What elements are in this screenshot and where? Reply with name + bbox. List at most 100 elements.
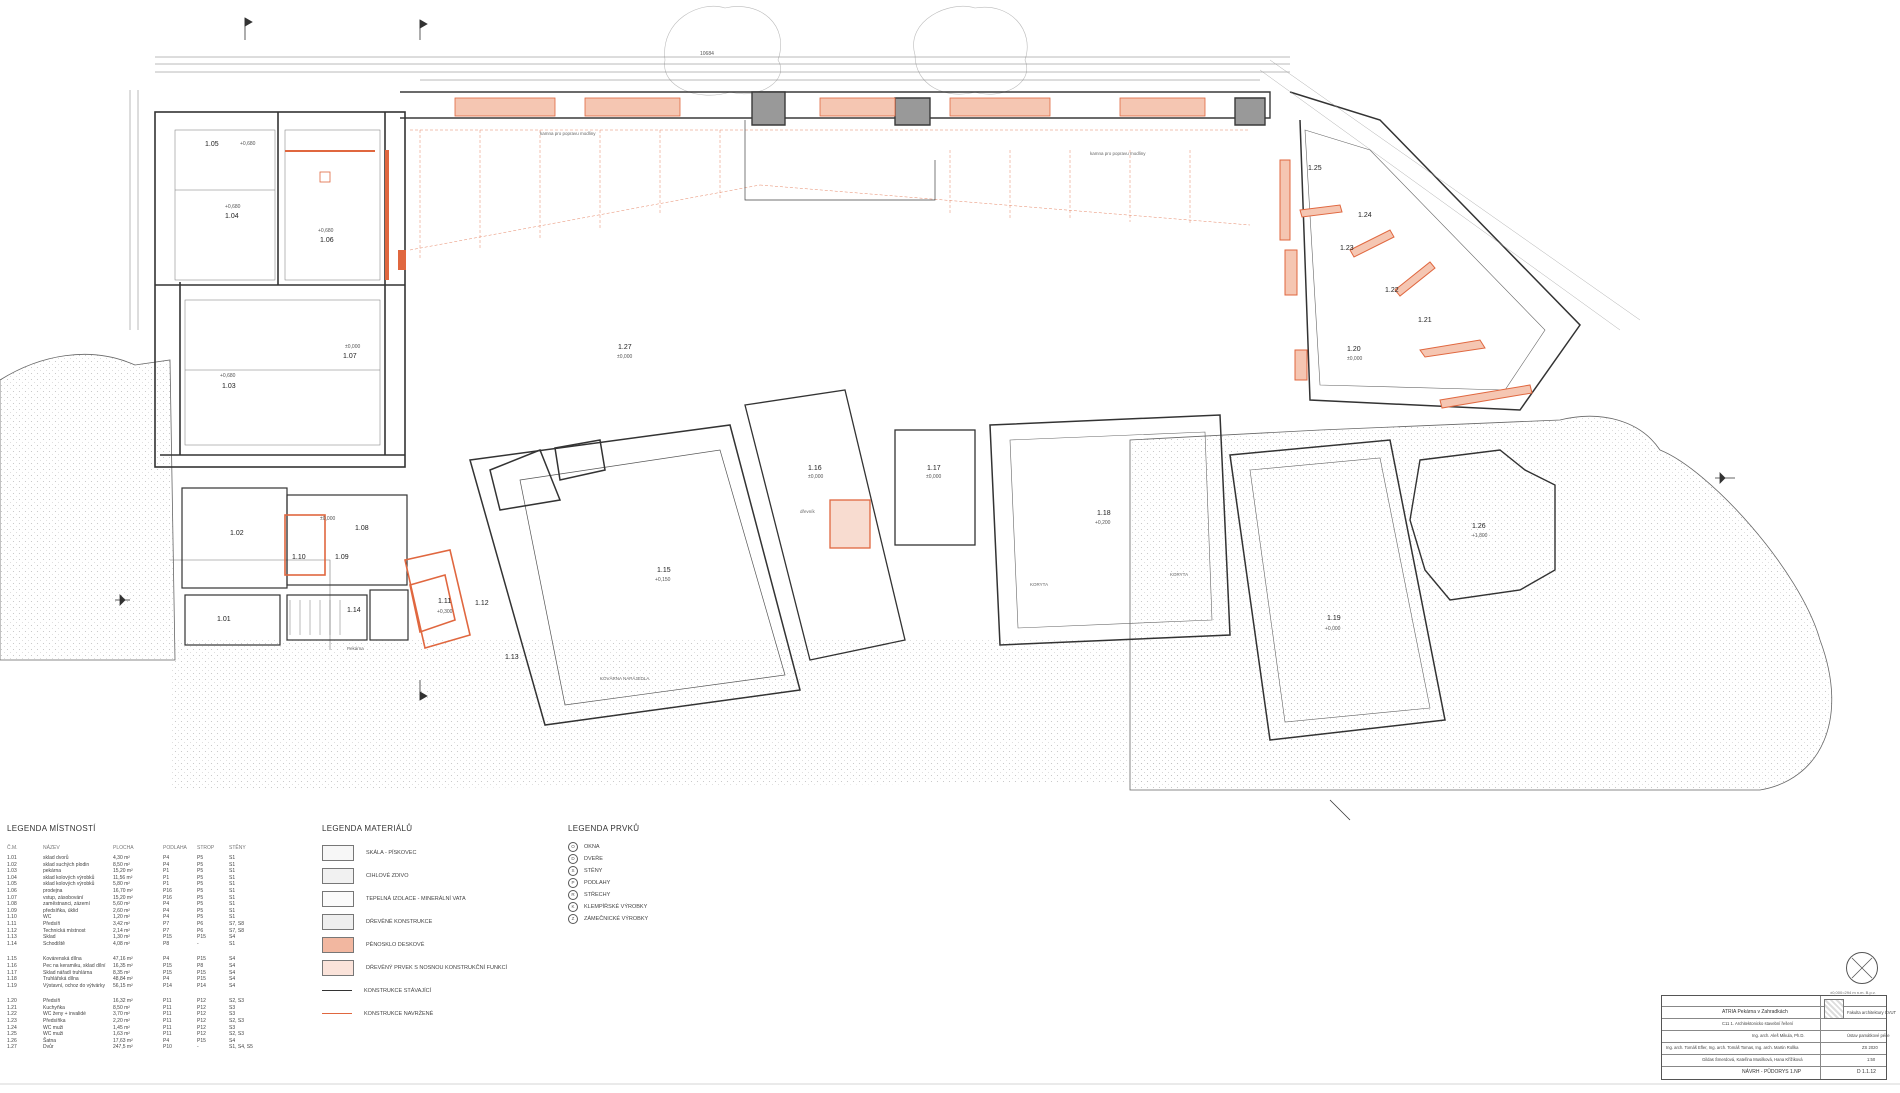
svg-text:Pekárna: Pekárna	[347, 646, 364, 651]
svg-text:±0,000: ±0,000	[926, 474, 941, 480]
room-legend-cell: S4	[229, 982, 236, 989]
tb-consultants: Ing. arch. Tomáš Efler, Ing. arch. Tomáš…	[1666, 1045, 1799, 1050]
room-legend-cell: P15	[197, 1037, 206, 1044]
room-legend-cell: P5	[197, 894, 204, 901]
room-legend-cell: 1.04	[7, 874, 17, 881]
title-block: ATRIA Pekárna v Zahradkách C11 1. Archit…	[1661, 995, 1896, 1080]
room-legend-cell: 4,30 m²	[113, 855, 130, 861]
svg-text:±0,000: ±0,000	[1347, 356, 1362, 362]
element-label: KLEMPÍŘSKÉ VÝROBKY	[584, 904, 648, 910]
room-legend-cell: S1	[229, 861, 236, 868]
room-legend-cell: 8,50 m²	[113, 861, 130, 868]
material-legend-item: TEPELNÁ IZOLACE - MINERÁLNÍ VATA	[322, 887, 542, 910]
room-legend-cell: 16,70 m²	[113, 887, 133, 894]
room-1-25: 1.25	[1308, 165, 1322, 172]
room-legend-cell: 1.07	[7, 894, 17, 901]
room-legend-cell	[113, 989, 163, 998]
element-symbol-icon: S	[568, 866, 578, 876]
tb-dept: Ústav památkové péče	[1847, 1033, 1890, 1038]
room-1-13: 1.13	[505, 654, 519, 661]
room-legend-cell: P1	[163, 874, 170, 881]
room-1-15: 1.15	[657, 567, 671, 574]
material-label: KONSTRUKCE STÁVAJÍCÍ	[364, 987, 432, 994]
room-1-23: 1.23	[1340, 245, 1354, 252]
north-arrow-icon	[1846, 952, 1878, 984]
room-legend-cell: P5	[197, 907, 204, 914]
room-legend-cell: 15,20 m²	[113, 894, 133, 901]
room-legend-cell: S1	[229, 855, 236, 861]
svg-text:dřevník: dřevník	[800, 509, 816, 514]
dimension-chains	[129, 56, 1290, 330]
room-legend-cell	[197, 989, 229, 998]
room-legend-cell: 1.10	[7, 914, 17, 921]
tool-storage	[894, 429, 976, 546]
room-legend-cell: S1	[229, 907, 236, 914]
room-1-07: 1.07	[343, 353, 357, 360]
room-1-17: 1.17	[927, 465, 941, 472]
faculty-logo-icon	[1824, 999, 1844, 1019]
svg-text:±0,000: ±0,000	[808, 474, 823, 480]
room-1-26: 1.26	[1472, 523, 1486, 530]
room-legend-cell: P7	[163, 920, 170, 927]
room-legend: LEGENDA MÍSTNOSTÍ Č.M. NÁZEV PLOCHA PODL…	[7, 824, 307, 1051]
room-legend-cell: 1.27	[7, 1044, 17, 1051]
room-legend-cell: předsíňka, úklid	[43, 907, 79, 914]
room-legend-cell: P16	[163, 887, 172, 894]
exhibition-building	[1229, 439, 1446, 741]
room-legend-cell: Sklad	[43, 934, 56, 941]
room-legend-cell: 1,20 m²	[113, 914, 130, 921]
element-legend-title: LEGENDA PRVKŮ	[568, 824, 640, 833]
datum-note: ±0,000=294 m n.m. B.p.v.	[1830, 990, 1876, 995]
room-legend-cell: P11	[163, 998, 172, 1005]
room-legend-cell: 1.11	[7, 920, 17, 927]
tb-faculty: Fakulta architektury ČVUT	[1847, 1010, 1897, 1015]
room-legend-cell: Kovárenská dílna	[43, 956, 82, 963]
room-legend-cell: P4	[163, 1037, 170, 1044]
room-legend-cell: 1.09	[7, 907, 17, 914]
room-legend-cell: 15,20 m²	[113, 868, 133, 875]
tb-authors: Gildas Šmerdová, Kateřina Musilková, Han…	[1702, 1057, 1803, 1062]
material-legend-item: DŘEVĚNÉ KONSTRUKCE	[322, 910, 542, 933]
tb-subject: C11 1. Architektonicko stavební řešení	[1722, 1021, 1794, 1026]
svg-text:+0,680: +0,680	[220, 373, 236, 379]
room-legend-cell: Předsíňka	[43, 1018, 66, 1025]
room-legend-cell: P12	[197, 1011, 206, 1018]
tb-project: ATRIA Pekárna v Zahradkách	[1722, 1009, 1788, 1015]
room-legend-cell: P12	[197, 1024, 206, 1031]
room-legend-cell: WC	[43, 914, 52, 921]
room-legend-cell: P5	[197, 861, 204, 868]
room-legend-cell: -	[197, 1044, 199, 1051]
room-1-19: 1.19	[1327, 615, 1341, 622]
room-1-09: 1.09	[335, 554, 349, 561]
svg-text:±0,000: ±0,000	[617, 354, 632, 360]
svg-text:+1,800: +1,800	[1472, 533, 1488, 539]
material-label: DŘEVĚNÉ KONSTRUKCE	[366, 918, 433, 925]
room-legend-cell: P5	[197, 887, 204, 894]
svg-text:+0,680: +0,680	[225, 204, 241, 210]
room-legend-cell: 1.14	[7, 940, 17, 947]
sw-annex	[181, 487, 409, 646]
svg-text:+0,000: +0,000	[1325, 626, 1341, 632]
room-legend-cell: 1.13	[7, 934, 17, 941]
room-legend-cell: sklad dvorů	[43, 855, 69, 861]
material-legend-item: SKÁLA - PÍSKOVEC	[322, 841, 542, 864]
material-line-icon	[322, 1013, 352, 1014]
room-legend-cell: P4	[163, 901, 170, 908]
col-header: Č.M.	[7, 844, 18, 851]
room-legend-cell	[113, 947, 163, 956]
room-legend-title: LEGENDA MÍSTNOSTÍ	[7, 824, 96, 833]
wardrobe-building	[1409, 449, 1556, 601]
room-legend-cell: S4	[229, 962, 236, 969]
room-legend-cell: P5	[197, 868, 204, 875]
